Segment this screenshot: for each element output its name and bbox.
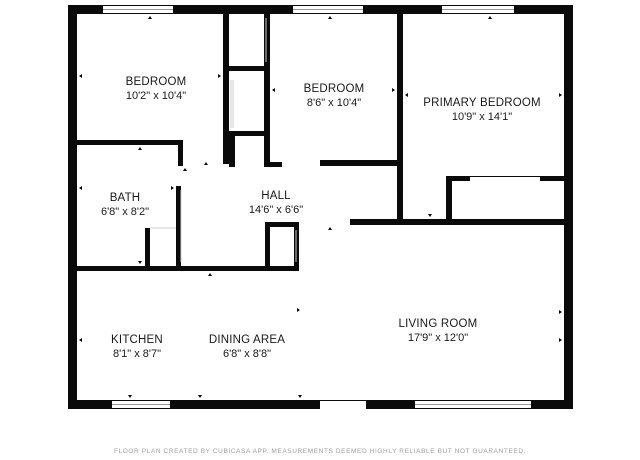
- room-dimensions: 6'8" x 8'2": [100, 206, 150, 218]
- room-name: BATH: [109, 192, 141, 204]
- wall-closet-mid: [229, 131, 270, 136]
- dimension-ticks: [79, 16, 562, 398]
- wall-bath-door-jamb: [178, 140, 183, 166]
- wall-bedroom-middle-stub: [264, 162, 282, 167]
- window-kitchen: [112, 401, 170, 408]
- room-label-kitchen: KITCHEN 8'1" x 8'7": [111, 333, 163, 361]
- wall-left: [68, 5, 77, 409]
- room-name: LIVING ROOM: [398, 318, 478, 330]
- room-label-bath: BATH 6'8" x 8'2": [101, 191, 149, 219]
- window-primary-bedroom: [442, 6, 514, 13]
- room-name: PRIMARY BEDROOM: [423, 97, 541, 109]
- wall-bedroom-left-bottom: [77, 140, 183, 145]
- wall-bedroom-middle-right: [397, 14, 403, 166]
- room-label-dining-area: DINING AREA 6'8" x 8'8": [209, 333, 285, 361]
- room-dimensions: 17'9" x 12'0": [407, 332, 469, 344]
- window-primary-closet: [470, 177, 540, 181]
- front-door-opening: [320, 401, 366, 409]
- room-dimensions: 14'6" x 6'6": [248, 204, 304, 216]
- room-label-living-room: LIVING ROOM 17'9" x 12'0": [399, 317, 478, 345]
- room-dimensions: 6'8" x 8'8": [222, 348, 272, 360]
- room-label-bedroom-left: BEDROOM 10'2" x 10'4": [126, 75, 187, 103]
- room-name: BEDROOM: [303, 83, 365, 95]
- room-dimensions: 8'6" x 10'4": [306, 97, 362, 109]
- wall-bath-inner: [145, 228, 150, 270]
- wall-closet-left-lower: [229, 136, 235, 167]
- interior-walls: [77, 14, 564, 271]
- wall-right: [564, 5, 573, 409]
- wall-hall-closet: [265, 222, 270, 270]
- room-label-primary-bedroom: PRIMARY BEDROOM 10'9" x 14'1": [423, 96, 541, 124]
- room-label-hall: HALL 14'6" x 6'6": [249, 189, 303, 217]
- window-living-room: [415, 401, 531, 408]
- wall-hall-closet-top: [265, 222, 299, 227]
- window-bedroom-middle: [293, 6, 363, 13]
- wall-bedroom-left-right: [223, 14, 229, 164]
- wall-primary-jamb: [397, 166, 403, 219]
- floor-plan-disclaimer: FLOOR PLAN CREATED BY CUBICASA APP. MEAS…: [113, 448, 527, 455]
- wall-bath-bottom: [77, 266, 299, 271]
- closet-doors: [150, 18, 297, 262]
- wall-closet-top: [229, 66, 270, 71]
- wall-primary-closet-left: [446, 176, 452, 222]
- window-bedroom-left: [103, 6, 173, 13]
- room-dimensions: 10'9" x 14'1": [451, 111, 513, 123]
- wall-primary-bottom: [350, 219, 564, 225]
- room-name: HALL: [261, 190, 291, 202]
- wall-bedroom-middle-bottom: [320, 160, 403, 166]
- wall-closet-right: [264, 14, 270, 167]
- room-dimensions: 10'2" x 10'4": [125, 90, 187, 102]
- wall-bath-right: [176, 186, 181, 270]
- room-label-bedroom-middle: BEDROOM 8'6" x 10'4": [304, 82, 365, 110]
- room-dimensions: 8'1" x 8'7": [112, 348, 162, 360]
- room-name: KITCHEN: [111, 334, 163, 346]
- windows: [103, 6, 540, 409]
- room-name: DINING AREA: [208, 334, 286, 346]
- room-name: BEDROOM: [125, 76, 187, 88]
